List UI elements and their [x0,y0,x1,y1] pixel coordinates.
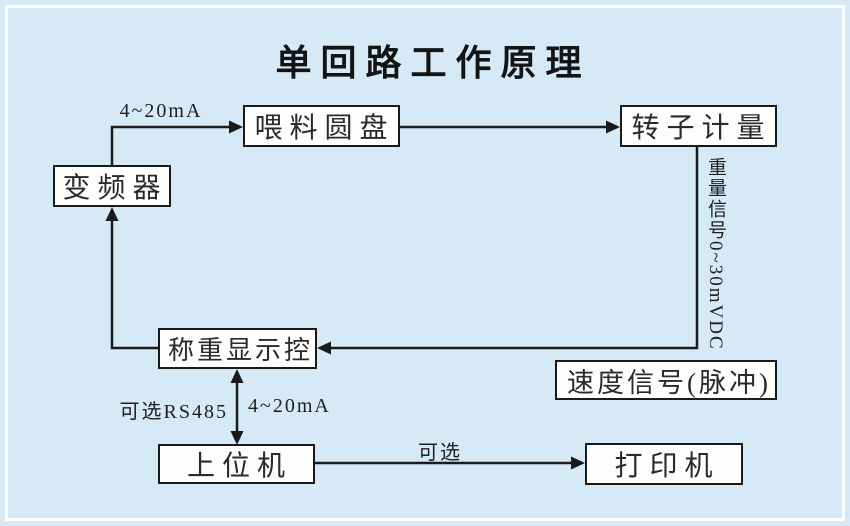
node-rotor-metering-label: 转子计量 [631,113,772,144]
node-inverter-label: 变频器 [62,173,168,204]
label-controller-to-host-signal: 4~20mA [248,395,331,417]
node-host-computer: 上位机 [158,444,315,484]
node-weighing-controller: 称重显示控 [158,328,317,369]
arrowhead-into-controller-bottom [230,369,244,383]
connector-inverter-to-feeder [110,125,230,165]
arrowhead-into-host [230,431,244,445]
diagram-title: 单回路工作原理 [275,42,591,83]
node-speed-signal-label: 速度信号(脉冲) [567,367,771,398]
node-speed-signal: 速度信号(脉冲) [555,360,777,400]
node-rotor-metering: 转子计量 [620,105,777,147]
label-weight-signal: 重量信号0~30mVDC [705,157,726,351]
node-printer-label: 打印机 [614,451,720,482]
arrowhead-into-inverter [105,207,119,221]
label-optional-rs485: 可选RS485 [119,401,228,423]
node-feeder-disc-label: 喂料圆盘 [254,113,395,144]
connector-controller-to-inverter [110,220,158,350]
arrowhead-into-controller [317,341,331,355]
arrowhead-into-printer [571,456,585,470]
node-inverter: 变频器 [53,165,171,207]
node-host-computer-label: 上位机 [186,451,292,482]
node-weighing-controller-label: 称重显示控 [167,336,313,365]
node-printer: 打印机 [585,443,743,485]
label-optional: 可选 [418,442,462,464]
node-feeder-disc: 喂料圆盘 [243,105,400,147]
label-inverter-to-feeder-signal: 4~20mA [119,100,203,122]
connector-rotor-to-controller [330,147,699,350]
arrowhead-into-rotor [606,120,620,134]
arrowhead-into-feeder [229,120,243,134]
